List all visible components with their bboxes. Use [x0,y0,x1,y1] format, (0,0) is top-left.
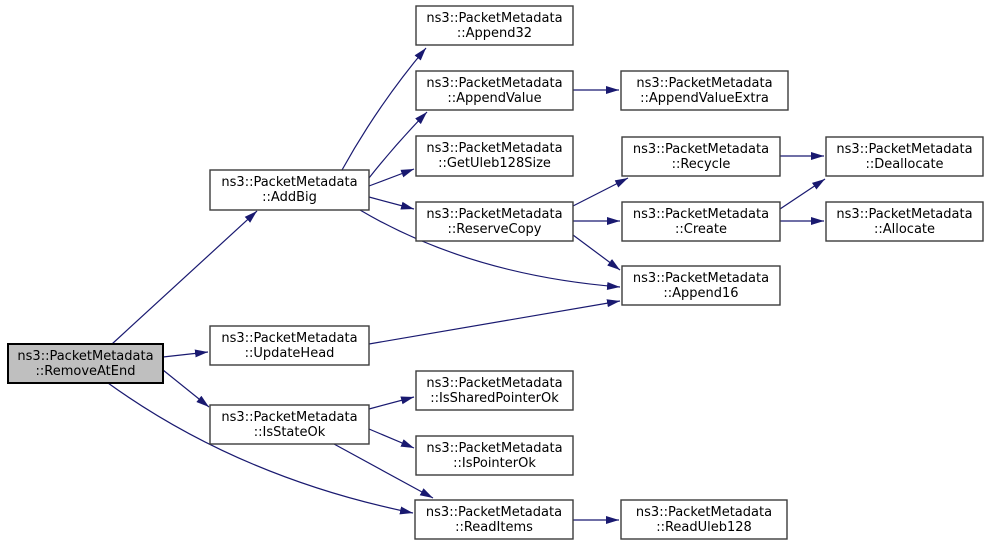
edge-RemoveAtEnd-to-ReadItems [107,382,414,515]
nodes-layer: ns3::PacketMetadata::RemoveAtEndns3::Pac… [7,5,984,540]
node-ReadUleb128[interactable]: ns3::PacketMetadata::ReadUleb128 [620,499,788,540]
edge-RemoveAtEnd-to-UpdateHead [162,349,209,358]
node-box-IsStateOk[interactable] [209,404,370,445]
node-IsPointerOk[interactable]: ns3::PacketMetadata::IsPointerOk [415,435,574,476]
node-label-ReadUleb128: ::ReadUleb128 [656,520,752,535]
node-IsSharedPointerOk[interactable]: ns3::PacketMetadata::IsSharedPointerOk [415,370,574,411]
edge-IsStateOk-to-IsPointerOk [368,428,415,449]
node-AppendValueExtra[interactable]: ns3::PacketMetadata::AppendValueExtra [620,70,789,111]
node-label-Append32: ::Append32 [457,26,532,41]
node-label-AppendValueExtra: ::AppendValueExtra [640,91,769,106]
node-AddBig[interactable]: ns3::PacketMetadata::AddBig [209,169,370,211]
node-label-IsPointerOk: ns3::PacketMetadata [426,441,562,456]
edge-RemoveAtEnd-to-AddBig [111,210,258,345]
node-box-Append32[interactable] [415,5,574,46]
node-label-ReadItems: ns3::PacketMetadata [426,505,562,520]
node-label-Deallocate: ns3::PacketMetadata [836,142,972,157]
node-label-Deallocate: ::Deallocate [865,157,943,172]
node-label-IsPointerOk: ::IsPointerOk [453,456,536,471]
node-label-IsStateOk: ns3::PacketMetadata [221,410,357,425]
node-label-AppendValueExtra: ns3::PacketMetadata [636,76,772,91]
edge-AddBig-to-Append16 [359,209,621,290]
node-Append16[interactable]: ns3::PacketMetadata::Append16 [621,265,781,306]
edge-AddBig-to-GetUleb128Size [368,168,415,187]
node-label-Create: ns3::PacketMetadata [633,207,769,222]
node-box-AddBig[interactable] [209,169,370,211]
node-Create[interactable]: ns3::PacketMetadata::Create [621,201,781,242]
node-label-UpdateHead: ns3::PacketMetadata [221,331,357,346]
node-label-IsSharedPointerOk: ns3::PacketMetadata [426,376,562,391]
node-label-Append32: ns3::PacketMetadata [426,11,562,26]
node-box-UpdateHead[interactable] [209,325,370,366]
node-box-AppendValue[interactable] [415,70,574,111]
node-label-GetUleb128Size: ns3::PacketMetadata [426,141,562,156]
node-box-ReadItems[interactable] [414,499,574,540]
node-GetUleb128Size[interactable]: ns3::PacketMetadata::GetUleb128Size [415,135,574,177]
node-Allocate[interactable]: ns3::PacketMetadata::Allocate [825,201,984,242]
node-ReadItems[interactable]: ns3::PacketMetadata::ReadItems [414,499,574,540]
node-label-AppendValue: ns3::PacketMetadata [426,76,562,91]
edge-ReserveCopy-to-Recycle [572,177,629,207]
node-label-Allocate: ns3::PacketMetadata [836,207,972,222]
node-Append32[interactable]: ns3::PacketMetadata::Append32 [415,5,574,46]
node-box-Allocate[interactable] [825,201,984,242]
edge-UpdateHead-to-Append16 [368,299,621,345]
node-label-Append16: ::Append16 [663,286,738,301]
edge-Create-to-Deallocate [779,178,826,210]
node-box-AppendValueExtra[interactable] [620,70,789,111]
node-UpdateHead[interactable]: ns3::PacketMetadata::UpdateHead [209,325,370,366]
node-label-IsSharedPointerOk: ::IsSharedPointerOk [430,391,559,406]
node-box-Deallocate[interactable] [825,136,984,177]
node-label-Recycle: ns3::PacketMetadata [633,142,769,157]
node-box-ReserveCopy[interactable] [415,201,574,242]
node-label-Append16: ns3::PacketMetadata [633,271,769,286]
node-label-AddBig: ::AddBig [262,190,317,205]
node-label-RemoveAtEnd: ::RemoveAtEnd [36,364,136,379]
node-label-GetUleb128Size: ::GetUleb128Size [438,156,551,171]
edge-ReserveCopy-to-Append16 [572,234,621,271]
node-label-ReadUleb128: ns3::PacketMetadata [636,505,772,520]
edges-layer [107,47,826,524]
node-label-AddBig: ns3::PacketMetadata [221,175,357,190]
node-AppendValue[interactable]: ns3::PacketMetadata::AppendValue [415,70,574,111]
node-label-UpdateHead: ::UpdateHead [245,346,335,361]
node-box-Append16[interactable] [621,265,781,306]
node-label-ReadItems: ::ReadItems [455,520,533,535]
node-RemoveAtEnd[interactable]: ns3::PacketMetadata::RemoveAtEnd [7,343,164,384]
node-box-GetUleb128Size[interactable] [415,135,574,177]
edge-AddBig-to-Append32 [341,47,427,171]
node-IsStateOk[interactable]: ns3::PacketMetadata::IsStateOk [209,404,370,445]
node-label-Recycle: ::Recycle [672,157,731,172]
node-box-RemoveAtEnd[interactable] [7,343,164,384]
node-label-ReserveCopy: ns3::PacketMetadata [426,207,562,222]
node-label-Create: ::Create [675,222,727,237]
node-label-Allocate: ::Allocate [874,222,935,237]
node-box-Create[interactable] [621,201,781,242]
node-ReserveCopy[interactable]: ns3::PacketMetadata::ReserveCopy [415,201,574,242]
node-label-ReserveCopy: ::ReserveCopy [448,222,542,237]
node-box-Recycle[interactable] [621,136,781,177]
node-box-IsSharedPointerOk[interactable] [415,370,574,411]
node-Recycle[interactable]: ns3::PacketMetadata::Recycle [621,136,781,177]
node-label-RemoveAtEnd: ns3::PacketMetadata [17,349,153,364]
node-box-ReadUleb128[interactable] [620,499,788,540]
node-label-AppendValue: ::AppendValue [447,91,541,106]
node-box-IsPointerOk[interactable] [415,435,574,476]
edge-AddBig-to-ReserveCopy [368,196,415,210]
edge-RemoveAtEnd-to-IsStateOk [162,369,210,408]
edge-AddBig-to-AppendValue [368,111,428,179]
edge-IsStateOk-to-IsSharedPointerOk [368,396,415,410]
node-label-IsStateOk: ::IsStateOk [254,425,326,440]
edge-IsStateOk-to-ReadItems [333,443,434,499]
node-Deallocate[interactable]: ns3::PacketMetadata::Deallocate [825,136,984,177]
